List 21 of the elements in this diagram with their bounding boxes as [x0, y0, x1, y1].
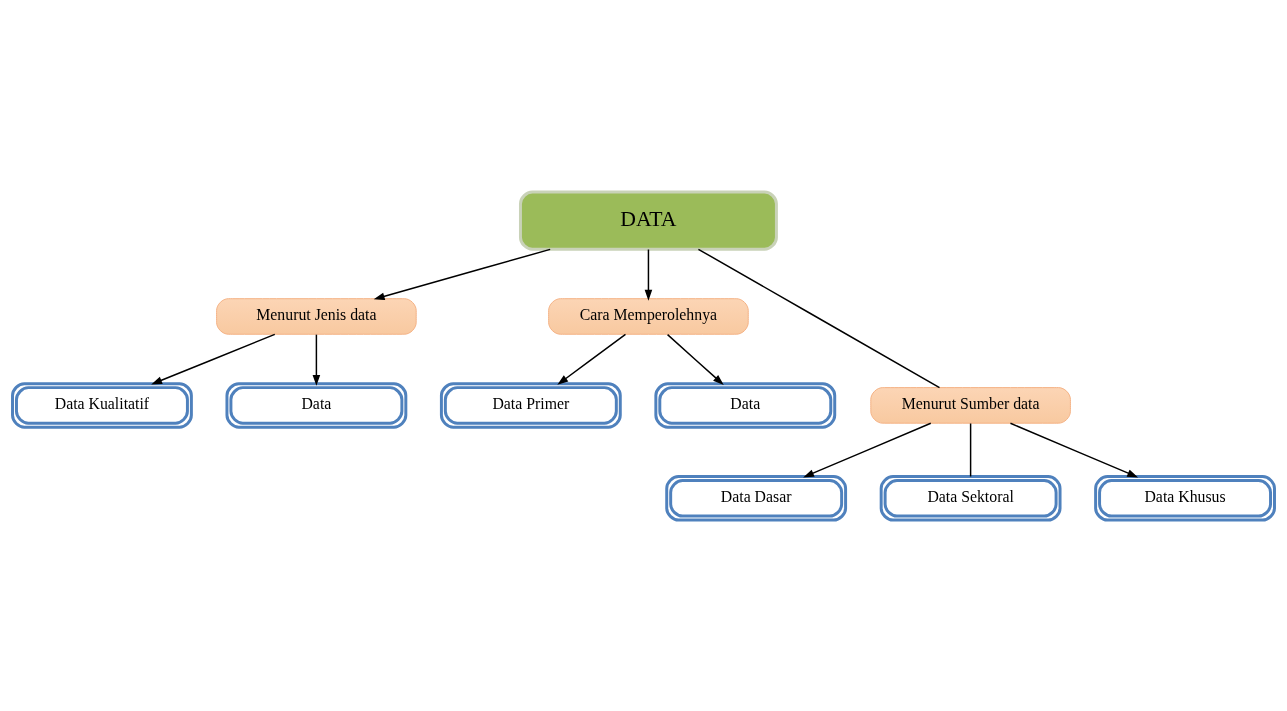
- arrow: [151, 333, 276, 384]
- node-box: Menurut Sumber data: [870, 386, 1071, 424]
- connector: [969, 422, 972, 477]
- node-box: Data Khusus: [1094, 474, 1276, 522]
- node-box: Menurut Jenis data: [216, 297, 417, 335]
- node-box: Data: [225, 381, 408, 429]
- node-box: Data Sektoral: [879, 474, 1062, 522]
- node-box: Cara Memperolehnya: [548, 297, 749, 335]
- node-box: Data Kualitatif: [11, 381, 193, 429]
- node-box: Data: [654, 381, 837, 429]
- node-box: DATA: [519, 189, 778, 251]
- arrow: [312, 333, 321, 386]
- arrow: [644, 248, 653, 301]
- arrow: [666, 333, 724, 385]
- node-box: Data Dasar: [665, 474, 848, 522]
- arrow: [1009, 422, 1139, 477]
- arrow: [557, 333, 627, 385]
- connector: [697, 248, 941, 388]
- node-box: Data Primer: [439, 381, 622, 429]
- arrow: [803, 422, 932, 477]
- arrow: [373, 248, 551, 300]
